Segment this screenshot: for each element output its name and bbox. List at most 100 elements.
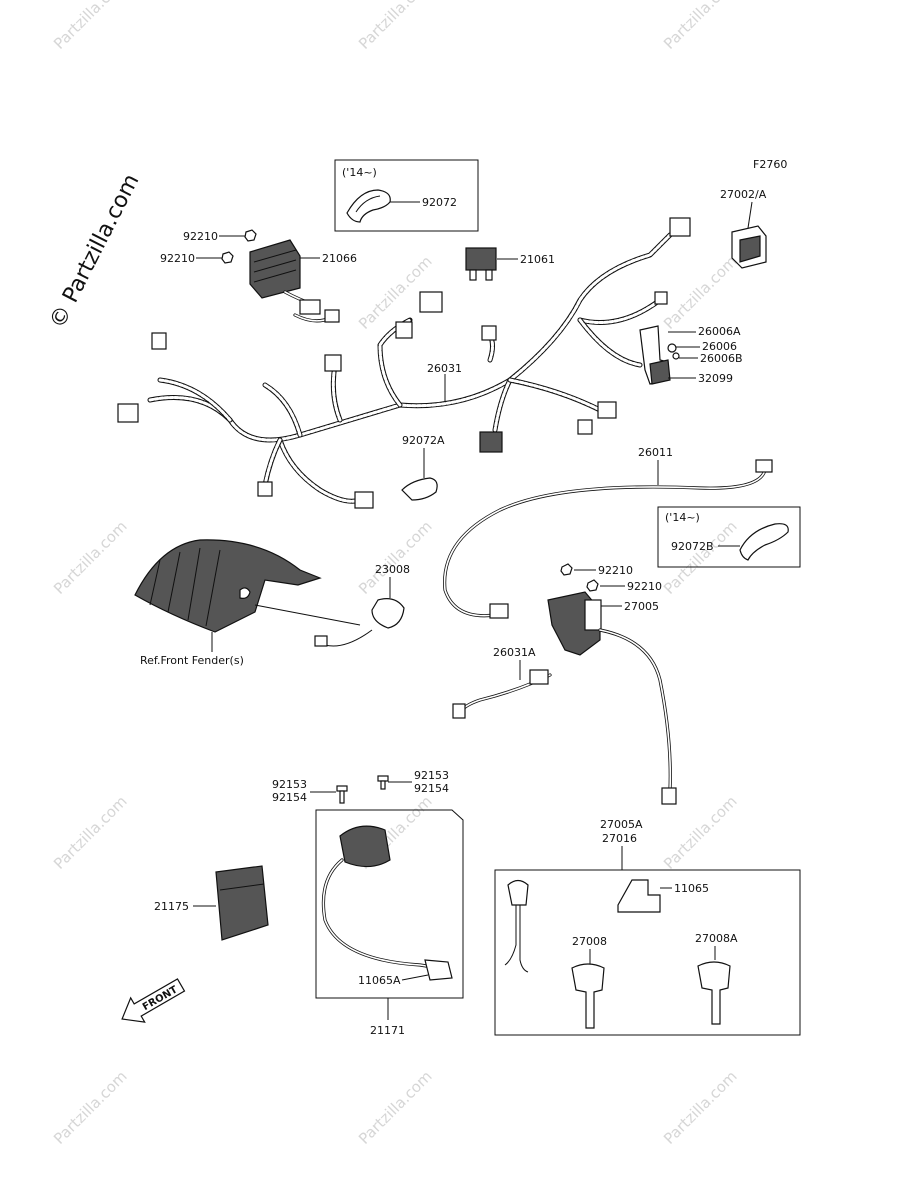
part-label-92072: 92072 <box>422 196 457 209</box>
connector <box>597 401 617 419</box>
plug-cap <box>424 959 453 981</box>
part-label-27002A: 27002/A <box>720 188 767 201</box>
cdi-21175: 21175 <box>154 865 269 941</box>
watermark: Partzilla.com <box>355 517 436 598</box>
bolt-icon <box>336 785 348 792</box>
watermark: Partzilla.com <box>660 0 741 53</box>
connector <box>354 491 374 509</box>
relay-body <box>465 247 497 271</box>
connector <box>479 431 503 453</box>
box-label: ('14~) <box>342 166 377 179</box>
clamp <box>401 477 438 501</box>
watermark: Partzilla.com <box>660 1067 741 1148</box>
nut-icon <box>586 579 599 592</box>
part-label-27005A: 27005A <box>600 818 643 831</box>
main-harness-26031: 26031 <box>117 217 691 509</box>
connector <box>661 787 677 805</box>
nut-icon <box>221 251 234 264</box>
nut-icon <box>244 229 257 242</box>
arrow-icon <box>121 978 186 1023</box>
watermark: Partzilla.com <box>50 517 131 598</box>
connector <box>299 299 321 315</box>
part-label-92154: 92154 <box>414 782 449 795</box>
leader <box>254 604 361 626</box>
regulator-21066 <box>249 239 301 299</box>
connector <box>654 291 668 305</box>
part-label-27016: 27016 <box>602 832 637 845</box>
clamp <box>739 523 789 561</box>
part-label-21061: 21061 <box>520 253 555 266</box>
starter-relay-group: 26006A 26006 26006B 32099 <box>639 325 743 385</box>
connector <box>419 291 443 313</box>
harness-26031A: 26031A <box>452 646 552 719</box>
part-label-27008A: 27008A <box>695 932 738 945</box>
key-icon <box>697 961 731 1025</box>
cap-11065 <box>617 879 661 913</box>
box-frame <box>315 809 464 999</box>
part-label-92210: 92210 <box>183 230 218 243</box>
part-label-21066: 21066 <box>322 252 357 265</box>
connector <box>529 669 549 685</box>
clamp-detail <box>355 195 381 213</box>
bolt-icon <box>667 343 677 353</box>
relay-face <box>739 235 761 263</box>
front-fender <box>134 539 322 633</box>
part-label-26006A: 26006A <box>698 325 741 338</box>
part-label-92210: 92210 <box>160 252 195 265</box>
switch-wires <box>504 905 529 973</box>
regulator-group: 92210 92210 21066 <box>160 229 357 323</box>
headlight-socket <box>371 598 405 629</box>
part-label-11065: 11065 <box>674 882 709 895</box>
relay-27002A: 27002/A <box>720 188 767 269</box>
watermark: Partzilla.com <box>355 0 436 53</box>
box-frame <box>657 506 801 568</box>
connector <box>117 403 139 423</box>
front-arrow: FRONT <box>121 978 186 1023</box>
ignition-switch-27005: 92210 92210 27005 <box>547 563 677 805</box>
connector <box>577 419 593 435</box>
socket-wire <box>324 629 373 647</box>
part-label-26006B: 26006B <box>700 352 743 365</box>
ref-front-fender-label: Ref.Front Fender(s) <box>140 654 244 667</box>
connector <box>314 635 328 647</box>
part-label-92210: 92210 <box>598 564 633 577</box>
connector <box>324 309 340 323</box>
part-label-92154: 92154 <box>272 791 307 804</box>
coil-body <box>339 825 391 868</box>
part-label-92072A: 92072A <box>402 434 445 447</box>
part-label-32099: 32099 <box>698 372 733 385</box>
key-set-27005A: 27005A 27016 11065 27008 27008A <box>494 818 801 1036</box>
part-label-23008: 23008 <box>375 563 410 576</box>
part-label-21171: 21171 <box>370 1024 405 1037</box>
part-label-26011: 26011 <box>638 446 673 459</box>
switch-wire <box>598 628 672 792</box>
connector <box>257 481 273 497</box>
connector <box>324 354 342 372</box>
watermark: Partzilla.com <box>660 517 741 598</box>
connector <box>395 321 413 339</box>
regulator-fins <box>253 249 297 283</box>
box-frame <box>494 869 801 1036</box>
connector <box>669 217 691 237</box>
front-fender-group: Ref.Front Fender(s) 23008 <box>134 539 410 667</box>
part-label-26031A: 26031A <box>493 646 536 659</box>
part-label-92210: 92210 <box>627 580 662 593</box>
part-label-21175: 21175 <box>154 900 189 913</box>
leader <box>401 974 429 981</box>
coil-wire <box>321 858 450 974</box>
terminal <box>755 459 773 473</box>
cdi-body <box>215 865 269 941</box>
part-label-11065A: 11065A <box>358 974 401 987</box>
part-label-92072B: 92072B <box>671 540 714 553</box>
washer-icon <box>672 352 680 360</box>
connector <box>151 332 167 350</box>
watermark: Partzilla.com <box>50 0 131 53</box>
connector <box>481 325 497 341</box>
box-frame <box>334 159 479 232</box>
lead-26011: 26011 <box>443 446 773 619</box>
connector <box>489 603 509 619</box>
leader <box>747 201 753 229</box>
part-label-27005: 27005 <box>624 600 659 613</box>
ignition-coil-21171: 11065A 21171 <box>315 809 464 1037</box>
